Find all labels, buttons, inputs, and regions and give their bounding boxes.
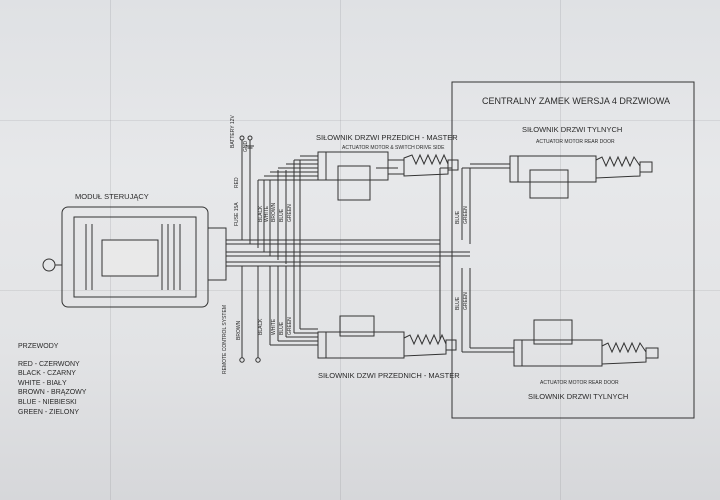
label-blue: BLUE [279,208,285,222]
rear-top-title: SIŁOWNIK DRZWI TYLNYCH [522,125,622,134]
label-black: BLACK [258,205,264,222]
legend-item: GREEN - ZIELONY [18,408,80,416]
label-rear-green-bottom: GREEN [463,292,469,310]
system-title: CENTRALNY ZAMEK WERSJA 4 DRZWIOWA [482,96,670,106]
bottom-wire-bundle [239,266,318,363]
label-gnd: GND [243,141,249,153]
rear-bottom-title: SIŁOWNIK DRZWI TYLNYCH [528,392,628,401]
legend-item: BROWN - BRĄZOWY [18,389,87,397]
label-brown-bottom: BROWN [236,320,242,340]
label-white-bottom: WHITE [271,318,277,335]
label-fuse: FUSE 15A [234,202,240,226]
label-black-bottom: BLACK [258,318,264,335]
rear-bottom-actuator [513,319,659,367]
legend-item: BLUE - NIEBIESKI [18,398,77,406]
label-green-bottom: GREEN [287,317,293,335]
control-module [42,206,227,308]
legend-header: PRZEWODY [18,343,59,350]
rear-system-frame [451,81,695,419]
label-remote: REMOTE CONTROL SYSTEM [222,305,228,374]
legend-item: WHITE - BIAŁY [18,379,67,387]
label-brown: BROWN [271,202,277,222]
legend-item: BLACK - CZARNY [18,370,76,378]
label-white: WHITE [264,205,270,222]
front-bottom-title: SIŁOWNIK DZWI PRZEDNICH - MASTER [318,371,460,380]
label-green: GREEN [287,204,293,222]
front-top-actuator [317,151,459,201]
label-red: RED [234,177,240,188]
front-top-title: SIŁOWNIK DRZWI PRZEDICH - MASTER [316,133,458,142]
battery-terminal [239,135,245,141]
label-blue-bottom: BLUE [279,321,285,335]
rear-top-actuator [509,155,653,199]
label-rear-green-top: GREEN [463,206,469,224]
label-rear-blue-bottom: BLUE [455,296,461,310]
module-label: MODUŁ STERUJĄCY [75,192,149,201]
wire-legend: PRZEWODY RED - CZERWONY BLACK - CZARNY W… [18,342,86,417]
front-top-subtitle: ACTUATOR MOTOR & SWITCH DRIVE SIDE [342,145,445,151]
ground-terminal [247,135,253,141]
legend-item: RED - CZERWONY [18,360,80,368]
front-bottom-actuator [317,315,457,359]
label-rear-blue-top: BLUE [455,210,461,224]
label-battery: BATTERY 12V [230,115,236,148]
rear-bottom-subtitle: ACTUATOR MOTOR REAR DOOR [540,380,619,386]
rear-wiring [439,163,514,353]
main-harness [226,239,470,267]
top-wire-bundle [241,140,318,266]
rear-top-subtitle: ACTUATOR MOTOR REAR DOOR [536,139,615,145]
